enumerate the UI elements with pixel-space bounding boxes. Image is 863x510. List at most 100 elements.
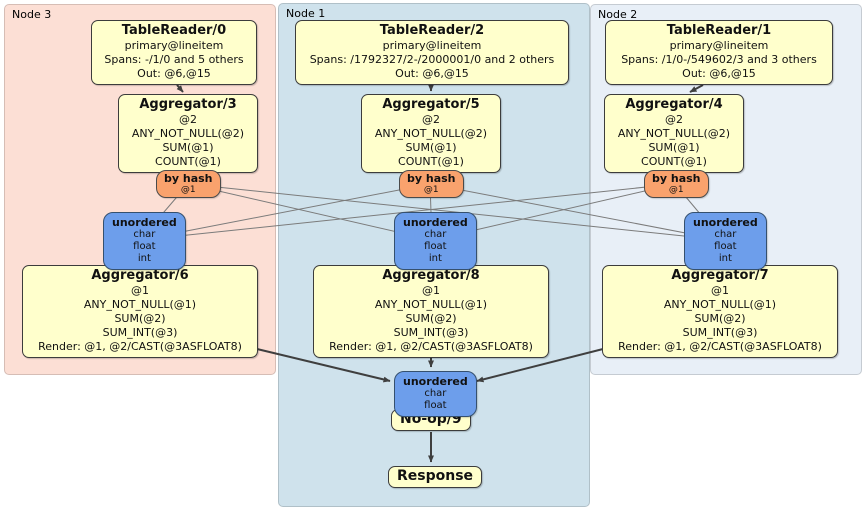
detail-line: primary@lineitem bbox=[669, 39, 769, 52]
router-columns: @1 bbox=[668, 185, 684, 195]
processor-title: TableReader/1 bbox=[666, 23, 772, 38]
edge-tr1-agg4 bbox=[689, 84, 704, 93]
processor-title: Aggregator/3 bbox=[139, 97, 237, 112]
detail-line: @2 bbox=[179, 113, 197, 126]
detail-line: int bbox=[718, 253, 732, 264]
detail-line: Render: @1, @2/CAST(@3ASFLOAT8) bbox=[618, 340, 822, 353]
detail-line: SUM_INT(@3) bbox=[682, 326, 758, 339]
detail-line: float bbox=[424, 241, 447, 252]
detail-line: @1 bbox=[711, 284, 729, 297]
processor-title: TableReader/0 bbox=[121, 23, 227, 38]
detail-line: char bbox=[424, 229, 447, 240]
router-columns: @1 bbox=[180, 185, 196, 195]
edge-agg7-un9 bbox=[476, 348, 604, 383]
detail-line: SUM_INT(@3) bbox=[393, 326, 469, 339]
detail-line: char bbox=[424, 388, 447, 399]
router-columns: @1 bbox=[423, 185, 439, 195]
response-node: Response bbox=[388, 466, 483, 488]
detail-line: SUM(@1) bbox=[162, 141, 214, 154]
processor-title: Aggregator/5 bbox=[382, 97, 480, 112]
detail-line: @2 bbox=[422, 113, 440, 126]
sync-title: unordered bbox=[693, 216, 758, 229]
detail-line: Render: @1, @2/CAST(@3ASFLOAT8) bbox=[38, 340, 242, 353]
detail-line: SUM(@2) bbox=[114, 312, 166, 325]
detail-line: int bbox=[428, 253, 442, 264]
detail-line: @2 bbox=[665, 113, 683, 126]
detail-line: Spans: /1792327/2-/2000001/0 and 2 other… bbox=[309, 53, 555, 66]
edge-agg6-un9 bbox=[256, 348, 391, 383]
detail-line: SUM(@2) bbox=[405, 312, 457, 325]
detail-line: ANY_NOT_NULL(@2) bbox=[617, 127, 731, 140]
sync-title: unordered bbox=[403, 216, 468, 229]
detail-line: COUNT(@1) bbox=[155, 155, 221, 168]
edge-hash5-un6 bbox=[139, 183, 431, 241]
router-by-hash-node1: by hash @1 bbox=[399, 170, 464, 198]
router-title: by hash bbox=[407, 172, 456, 185]
detail-line: Spans: -/1/0 and 5 others bbox=[104, 53, 244, 66]
processor-title: Aggregator/8 bbox=[382, 268, 480, 283]
processor-title: Aggregator/6 bbox=[91, 268, 189, 283]
edge-hash3-un8 bbox=[187, 183, 433, 241]
processor-title: TableReader/2 bbox=[379, 23, 485, 38]
detail-line: ANY_NOT_NULL(@1) bbox=[83, 298, 197, 311]
detail-line: COUNT(@1) bbox=[398, 155, 464, 168]
detail-line: Out: @6,@15 bbox=[395, 67, 469, 80]
detail-line: primary@lineitem bbox=[124, 39, 224, 52]
detail-line: @1 bbox=[422, 284, 440, 297]
detail-line: Out: @6,@15 bbox=[137, 67, 211, 80]
detail-line: ANY_NOT_NULL(@1) bbox=[374, 298, 488, 311]
detail-line: @1 bbox=[131, 284, 149, 297]
detail-line: char bbox=[133, 229, 156, 240]
sync-title: unordered bbox=[112, 216, 177, 229]
detail-line: SUM(@1) bbox=[405, 141, 457, 154]
node-region-label: Node 3 bbox=[12, 8, 52, 21]
router-by-hash-node2: by hash @1 bbox=[644, 170, 709, 198]
edge-tr0-agg3 bbox=[176, 84, 184, 93]
detail-line: SUM_INT(@3) bbox=[102, 326, 178, 339]
detail-line: ANY_NOT_NULL(@1) bbox=[663, 298, 777, 311]
detail-line: ANY_NOT_NULL(@2) bbox=[131, 127, 245, 140]
processor-title: Aggregator/4 bbox=[625, 97, 723, 112]
detail-line: char bbox=[714, 229, 737, 240]
detail-line: float bbox=[133, 241, 156, 252]
detail-line: Render: @1, @2/CAST(@3ASFLOAT8) bbox=[329, 340, 533, 353]
processor-title: Aggregator/7 bbox=[671, 268, 769, 283]
detail-line: Spans: /1/0-/549602/3 and 3 others bbox=[621, 53, 817, 66]
sync-title: unordered bbox=[403, 375, 468, 388]
detail-line: COUNT(@1) bbox=[641, 155, 707, 168]
detail-line: float bbox=[424, 400, 447, 411]
detail-line: Out: @6,@15 bbox=[682, 67, 756, 80]
router-title: by hash bbox=[652, 172, 701, 185]
detail-line: primary@lineitem bbox=[382, 39, 482, 52]
router-by-hash-node3: by hash @1 bbox=[156, 170, 221, 198]
node-region-label: Node 2 bbox=[598, 8, 638, 21]
detail-line: SUM(@1) bbox=[648, 141, 700, 154]
detail-line: ANY_NOT_NULL(@2) bbox=[374, 127, 488, 140]
node-region-label: Node 1 bbox=[286, 7, 326, 20]
detail-line: int bbox=[137, 253, 151, 264]
